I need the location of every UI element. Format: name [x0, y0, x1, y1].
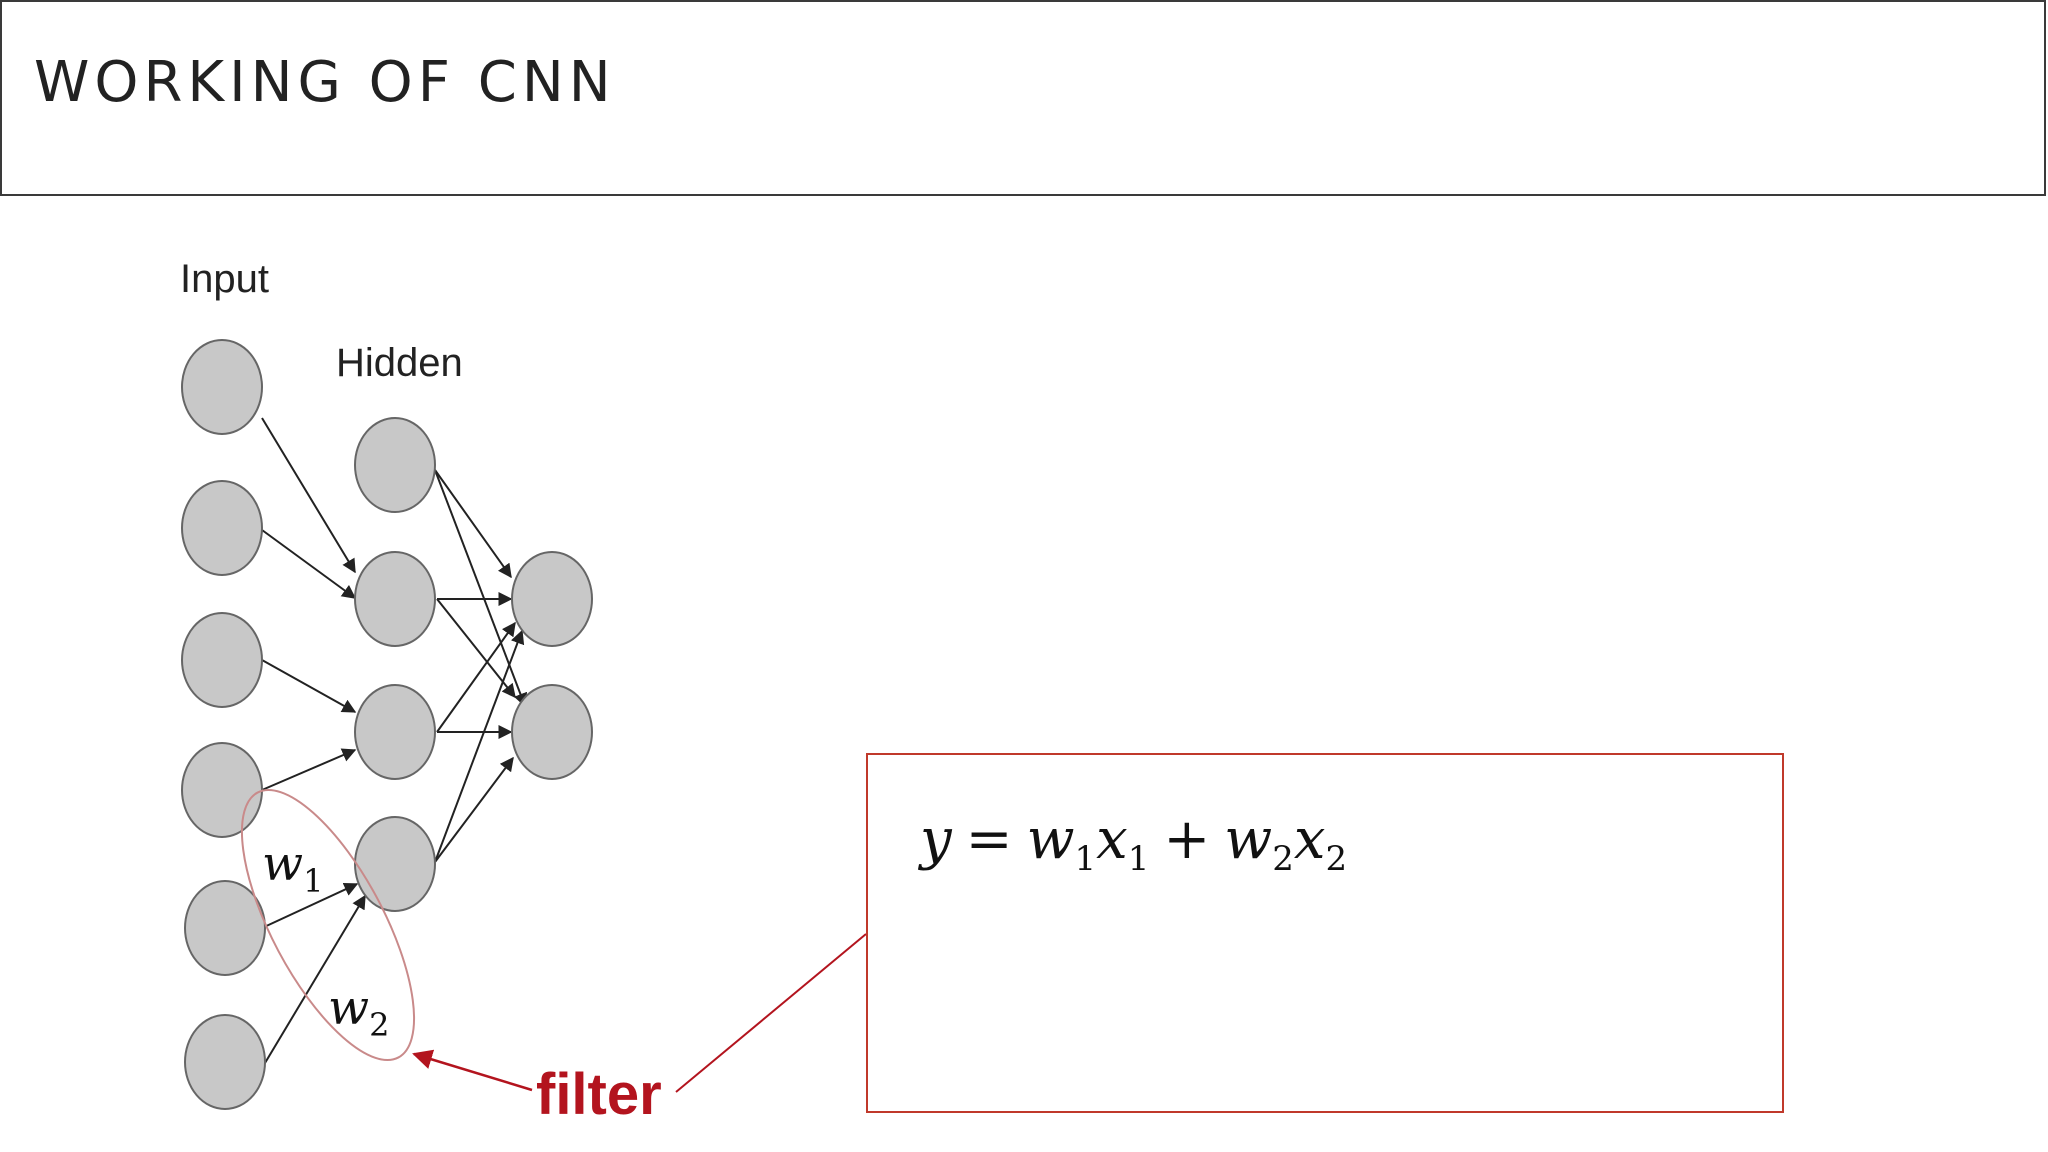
edge — [436, 621, 516, 733]
formula-w1-sub: 1 — [1074, 839, 1097, 879]
slide-title: WORKING OF CNN — [34, 50, 616, 115]
edge — [261, 894, 366, 1069]
input-layer-label: Input — [180, 257, 269, 301]
output-node — [511, 551, 593, 647]
formula-x2-sub: 2 — [1325, 839, 1348, 879]
formula-x1: x — [1096, 807, 1128, 872]
input-layer — [181, 339, 266, 1110]
formula-plus: + — [1163, 807, 1211, 872]
edge — [434, 756, 514, 863]
formula-box: y=w1x1+w2x2 — [866, 753, 1784, 1113]
edge — [261, 659, 357, 713]
edge — [436, 598, 516, 699]
formula: y=w1x1+w2x2 — [920, 807, 1347, 879]
input-node — [184, 1014, 266, 1110]
edge — [261, 748, 357, 791]
formula-w2-sub: 2 — [1272, 839, 1294, 879]
formula-equals: = — [965, 807, 1013, 872]
input-node — [181, 339, 263, 435]
weight-1-label: w1 — [262, 836, 323, 900]
output-node — [511, 684, 593, 780]
hidden-layer-label: Hidden — [336, 341, 463, 385]
title-box: WORKING OF CNN — [0, 0, 2046, 196]
output-layer — [511, 551, 593, 780]
formula-x2: x — [1293, 807, 1326, 872]
formula-y: y — [920, 807, 952, 872]
formula-w1: w — [1026, 807, 1075, 872]
hidden-node — [354, 417, 436, 513]
filter-ellipse — [240, 788, 416, 1062]
callout-line — [675, 933, 867, 1093]
edge — [261, 882, 359, 929]
input-node — [181, 480, 263, 576]
filter-label: filter — [536, 1062, 662, 1127]
hidden-node — [354, 816, 436, 912]
edge — [434, 629, 525, 863]
formula-x1-sub: 1 — [1127, 839, 1150, 879]
hidden-node — [354, 551, 436, 647]
edge — [261, 417, 356, 574]
weight-2-label: w2 — [328, 980, 389, 1044]
formula-w2: w — [1224, 807, 1273, 872]
hidden-layer — [354, 417, 436, 912]
edge — [434, 469, 528, 708]
edge — [434, 469, 512, 579]
filter-arrow — [412, 1049, 533, 1092]
input-node — [184, 880, 266, 976]
input-node — [181, 742, 263, 838]
edges — [261, 417, 528, 1069]
input-node — [181, 612, 263, 708]
hidden-node — [354, 684, 436, 780]
edge — [261, 529, 357, 599]
